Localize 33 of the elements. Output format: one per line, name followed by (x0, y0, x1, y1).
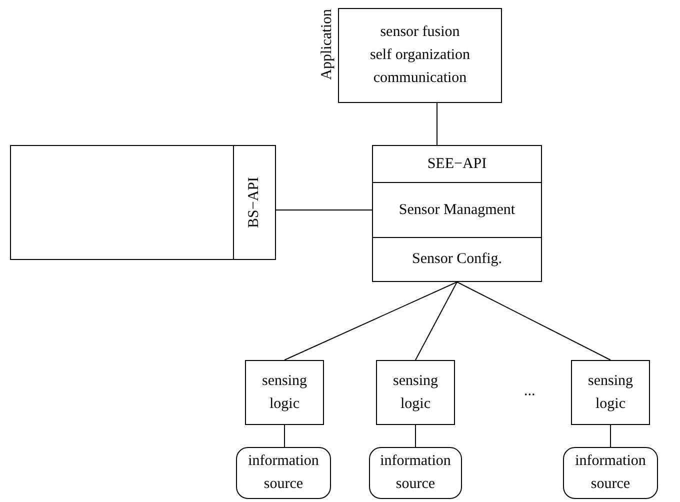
rounded-box (369, 447, 462, 499)
box-shape (10, 145, 275, 260)
connector-line (415, 424, 416, 448)
node-text: information source (379, 452, 452, 494)
node-text: communication (373, 69, 467, 88)
connector-line (610, 424, 611, 448)
node-text: information source (574, 452, 647, 494)
node-text: sensor fusion (380, 23, 460, 42)
node-text: information source (247, 452, 320, 494)
process-box (372, 182, 542, 238)
process-box (372, 145, 542, 183)
node-text: self organization (370, 46, 470, 65)
connector-line (284, 282, 458, 360)
node-text: BS−API (245, 177, 263, 228)
process-box (372, 237, 542, 282)
node-text: sensing logic (261, 372, 308, 414)
node-text: sensing logic (587, 372, 634, 414)
connector-line (415, 282, 458, 360)
process-box (245, 360, 324, 425)
connector-line (456, 282, 611, 360)
process-box (233, 145, 276, 260)
rounded-box (236, 447, 331, 499)
node-caption: Application (318, 9, 336, 80)
node-text: Sensor Config. (412, 250, 502, 269)
connector-line (284, 424, 285, 448)
process-box (571, 360, 650, 425)
node-text: Sensor Managment (398, 200, 516, 220)
process-box (376, 360, 455, 425)
connector-line (436, 102, 438, 146)
rounded-box (563, 447, 658, 499)
node-text: SEE−API (427, 154, 487, 174)
ellipsis-label: ... (524, 382, 536, 401)
node-text: sensing logic (392, 372, 439, 414)
